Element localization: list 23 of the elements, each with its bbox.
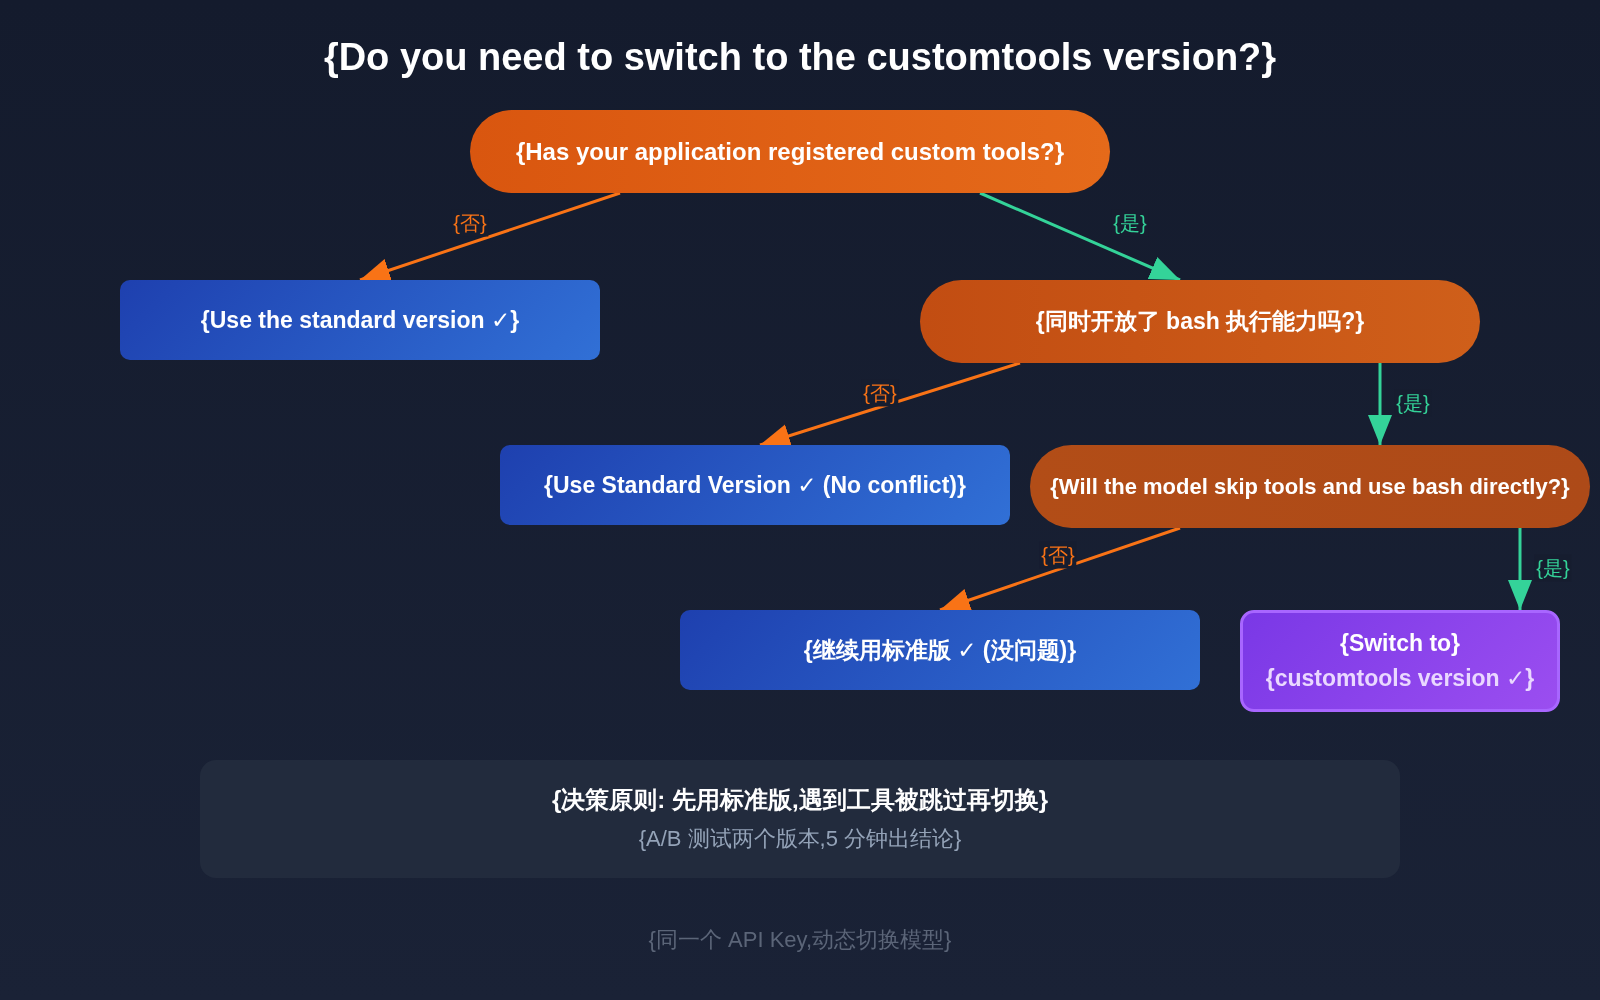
node-subtext: {A/B 测试两个版本,5 分钟出结论} xyxy=(638,825,962,853)
footer-note: {同一个 API Key,动态切换模型} xyxy=(647,926,953,954)
result-box xyxy=(500,445,1010,525)
arrow xyxy=(979,191,1181,282)
arrow xyxy=(359,191,621,282)
node-text: {Use Standard Version ✓ (No conflict)} xyxy=(544,471,966,499)
node-text: {同时开放了 bash 执行能力吗?} xyxy=(1035,307,1365,336)
arrow xyxy=(1368,363,1392,445)
result-box xyxy=(120,280,600,360)
node-text: {Use the standard version ✓} xyxy=(200,306,520,334)
arrow xyxy=(939,526,1181,612)
node-subtext: {customtools version ✓} xyxy=(1265,665,1535,692)
title: {Do you need to switch to the customtools version?} xyxy=(322,36,1278,79)
node-text: {Will the model skip tools and use bash directly?} xyxy=(1050,473,1570,500)
arrow xyxy=(759,361,1021,448)
node-text: {Has your application registered custom tools?} xyxy=(515,137,1065,166)
node-text: {Switch to} xyxy=(1339,630,1461,657)
arrow xyxy=(1508,528,1532,610)
result-box xyxy=(680,610,1200,690)
node-text: {继续用标准版 ✓ (没问题)} xyxy=(803,635,1077,665)
node-text: {决策原则: 先用标准版,遇到工具被跳过再切换} xyxy=(552,785,1048,815)
switch-box xyxy=(1240,610,1560,712)
edge-label: {是} xyxy=(1534,554,1572,582)
